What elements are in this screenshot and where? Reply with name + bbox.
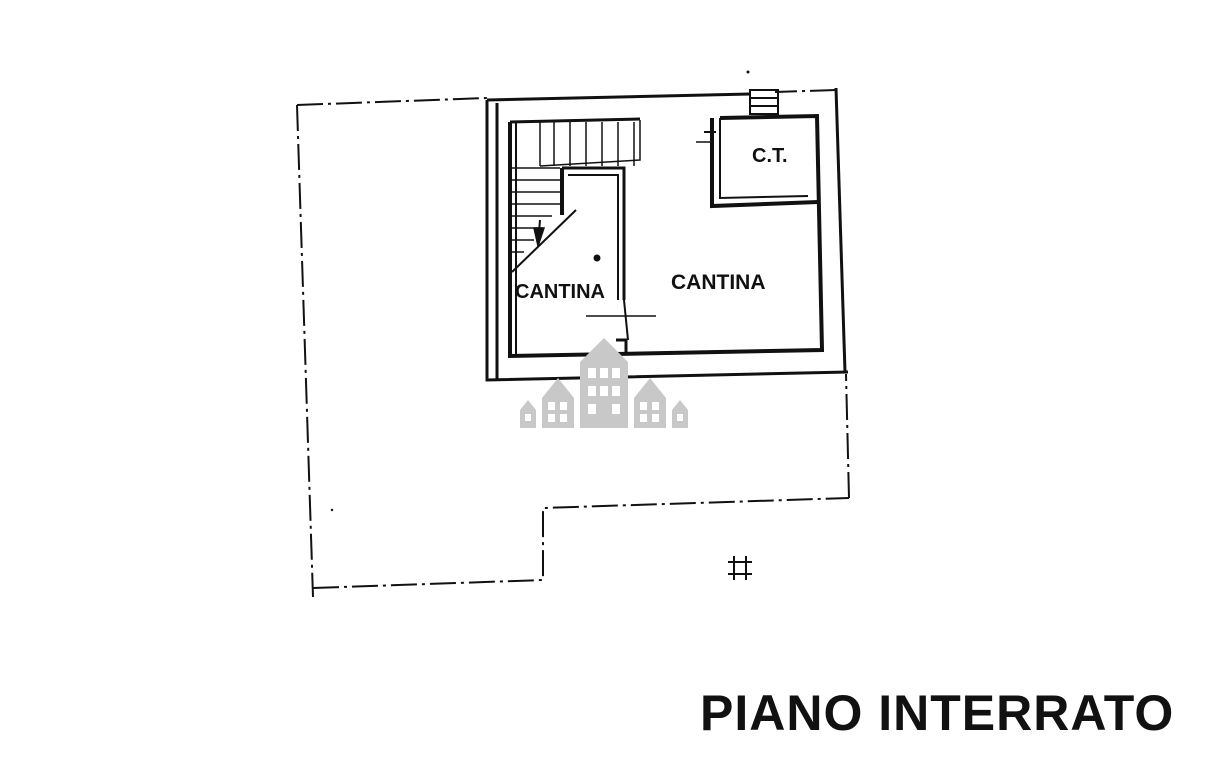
room-label-cantina-right: CANTINA: [671, 271, 766, 294]
north-marker-icon: [728, 556, 752, 580]
top-shaft: [749, 89, 779, 115]
house-watermark-icon: [520, 338, 688, 428]
speck: [330, 508, 334, 512]
speck: [746, 70, 750, 74]
staircase: [511, 120, 641, 273]
room-label-ct: C.T.: [752, 145, 788, 167]
building-walls: [485, 87, 849, 382]
page-title: PIANO INTERRATO: [700, 685, 1175, 741]
room-label-cantina-left: CANTINA: [515, 281, 605, 303]
lot-boundary: [296, 89, 850, 598]
ct-room-walls: [696, 118, 819, 209]
partition-walls: [560, 166, 656, 352]
floor-drain: [593, 254, 601, 262]
